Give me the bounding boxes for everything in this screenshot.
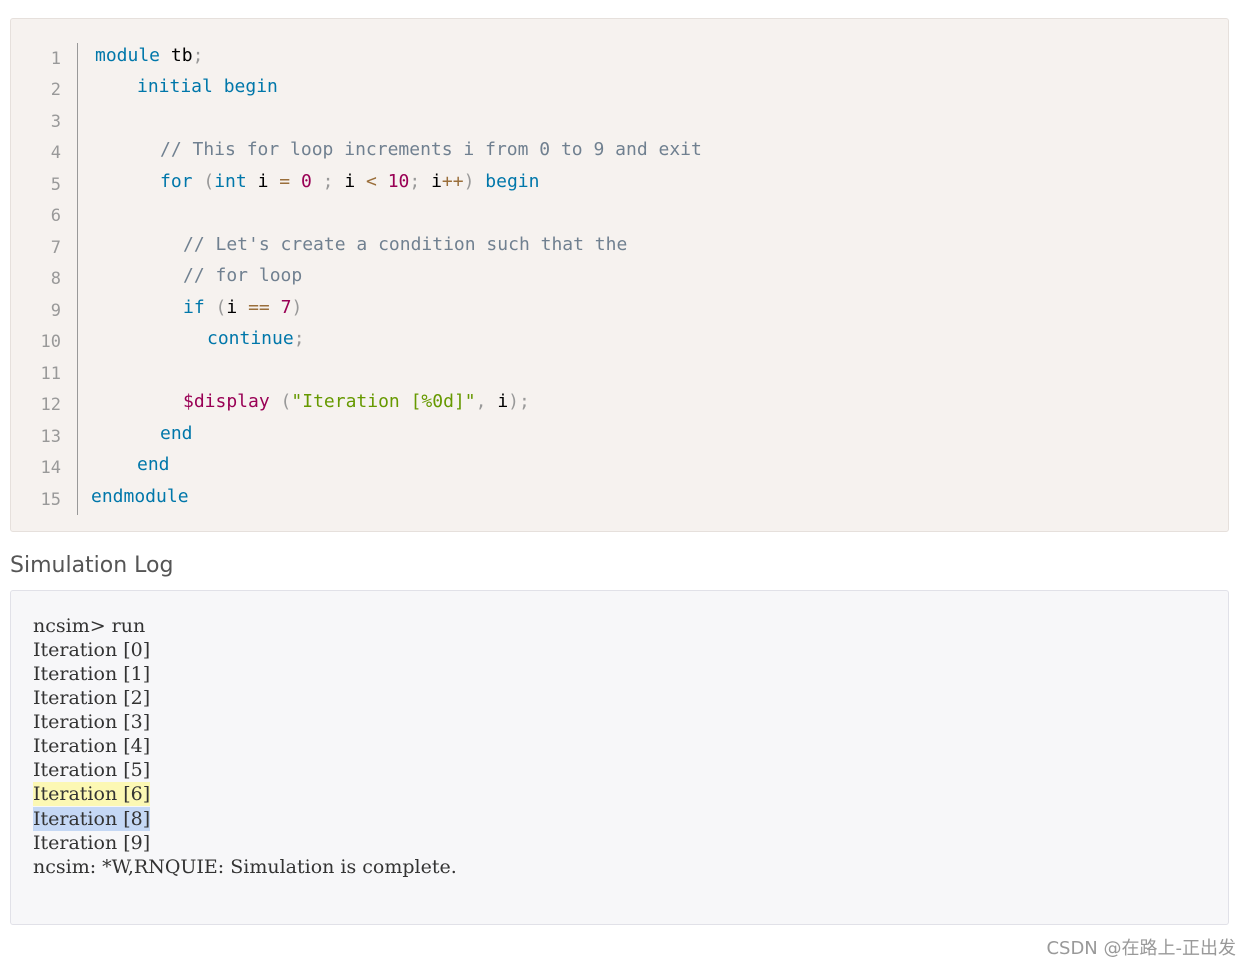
code-block: 1 2 3 4 5 6 7 8 9 10 11 12 13 14 15 modu… — [10, 18, 1229, 532]
punctuation: ) — [508, 391, 519, 412]
line-number: 15 — [40, 490, 61, 510]
code-line-2: initial begin — [137, 76, 278, 98]
keyword: continue — [207, 328, 294, 349]
log-line: Iteration [1] — [33, 663, 151, 685]
log-line-highlighted-yellow: Iteration [6] — [33, 782, 151, 806]
line-number: 4 — [50, 143, 61, 163]
watermark: CSDN @在路上-正出发 — [1046, 938, 1236, 959]
keyword: initial — [137, 76, 213, 97]
number: 7 — [280, 297, 292, 318]
punctuation: ; — [519, 391, 530, 412]
operator: < — [366, 171, 377, 192]
punctuation: , — [475, 391, 487, 412]
line-number: 9 — [50, 301, 61, 321]
line-number: 12 — [40, 395, 61, 415]
keyword: if — [183, 297, 205, 318]
code-line-9: if (i == 7) — [183, 297, 302, 319]
log-line: ncsim> run — [33, 615, 146, 637]
punctuation: ) — [463, 171, 475, 192]
log-line: Iteration [3] — [33, 711, 151, 733]
string: "Iteration [%0d]" — [291, 391, 476, 412]
line-number: 1 — [50, 49, 61, 69]
keyword: for — [160, 171, 193, 192]
section-title: Simulation Log — [10, 553, 174, 578]
punctuation: ) — [291, 297, 303, 318]
comment: // for loop — [183, 265, 303, 286]
code-line-14: end — [137, 454, 170, 476]
punctuation: ; — [322, 171, 334, 192]
keyword: end — [137, 454, 170, 475]
operator: ++ — [441, 171, 464, 192]
keyword: int — [214, 171, 247, 192]
identifier: tb — [170, 45, 193, 66]
line-number: 3 — [50, 112, 61, 132]
line-number: 14 — [40, 458, 61, 478]
log-line-highlighted-selection: Iteration [8] — [33, 807, 151, 831]
code-line-10: continue; — [207, 328, 305, 350]
code-line-7: // Let's create a condition such that th… — [183, 234, 627, 256]
log-line: Iteration [9] — [33, 832, 151, 854]
identifier: i — [226, 297, 238, 318]
code-line-8: // for loop — [183, 265, 302, 287]
line-number: 8 — [50, 269, 61, 289]
comment: // Let's create a condition such that th… — [183, 234, 628, 255]
code-line-13: end — [160, 423, 193, 445]
number: 10 — [387, 171, 410, 192]
identifier: i — [344, 171, 356, 192]
gutter-divider — [77, 43, 78, 515]
keyword: end — [160, 423, 193, 444]
line-number: 6 — [50, 206, 61, 226]
number: 0 — [300, 171, 312, 192]
simulation-log-block[interactable]: ncsim> run Iteration [0] Iteration [1] I… — [10, 590, 1229, 925]
line-number: 5 — [50, 175, 61, 195]
log-line: ncsim: *W,RNQUIE: Simulation is complete… — [33, 856, 457, 878]
log-line: Iteration [5] — [33, 759, 151, 781]
comment: // This for loop increments i from 0 to … — [160, 139, 702, 160]
line-number: 11 — [40, 364, 61, 384]
code-line-15: endmodule — [91, 486, 189, 508]
code-line-1: module tb; — [95, 45, 203, 67]
identifier: i — [431, 171, 442, 192]
identifier: i — [497, 391, 509, 412]
keyword: endmodule — [91, 486, 189, 507]
log-line: Iteration [2] — [33, 687, 151, 709]
function: $display — [183, 391, 270, 412]
code-line-12: $display ("Iteration [%0d]", i); — [183, 391, 530, 413]
punctuation: ( — [203, 171, 215, 192]
operator: == — [248, 297, 270, 318]
punctuation: ; — [293, 328, 305, 349]
log-line: Iteration [0] — [33, 639, 151, 661]
punctuation: ; — [409, 171, 421, 192]
line-number: 13 — [40, 427, 61, 447]
identifier: i — [257, 171, 269, 192]
keyword: begin — [485, 171, 540, 192]
operator: = — [279, 171, 291, 192]
keyword: begin — [223, 76, 278, 97]
punctuation: ; — [192, 45, 204, 66]
code-line-4: // This for loop increments i from 0 to … — [160, 139, 702, 161]
keyword: module — [95, 45, 161, 66]
log-line: Iteration [4] — [33, 735, 151, 757]
punctuation: ( — [215, 297, 227, 318]
line-number: 10 — [40, 332, 61, 352]
line-number: 2 — [50, 80, 61, 100]
punctuation: ( — [280, 391, 292, 412]
line-number: 7 — [50, 238, 61, 258]
code-line-5: for (int i = 0 ; i < 10; i++) begin — [160, 171, 539, 193]
